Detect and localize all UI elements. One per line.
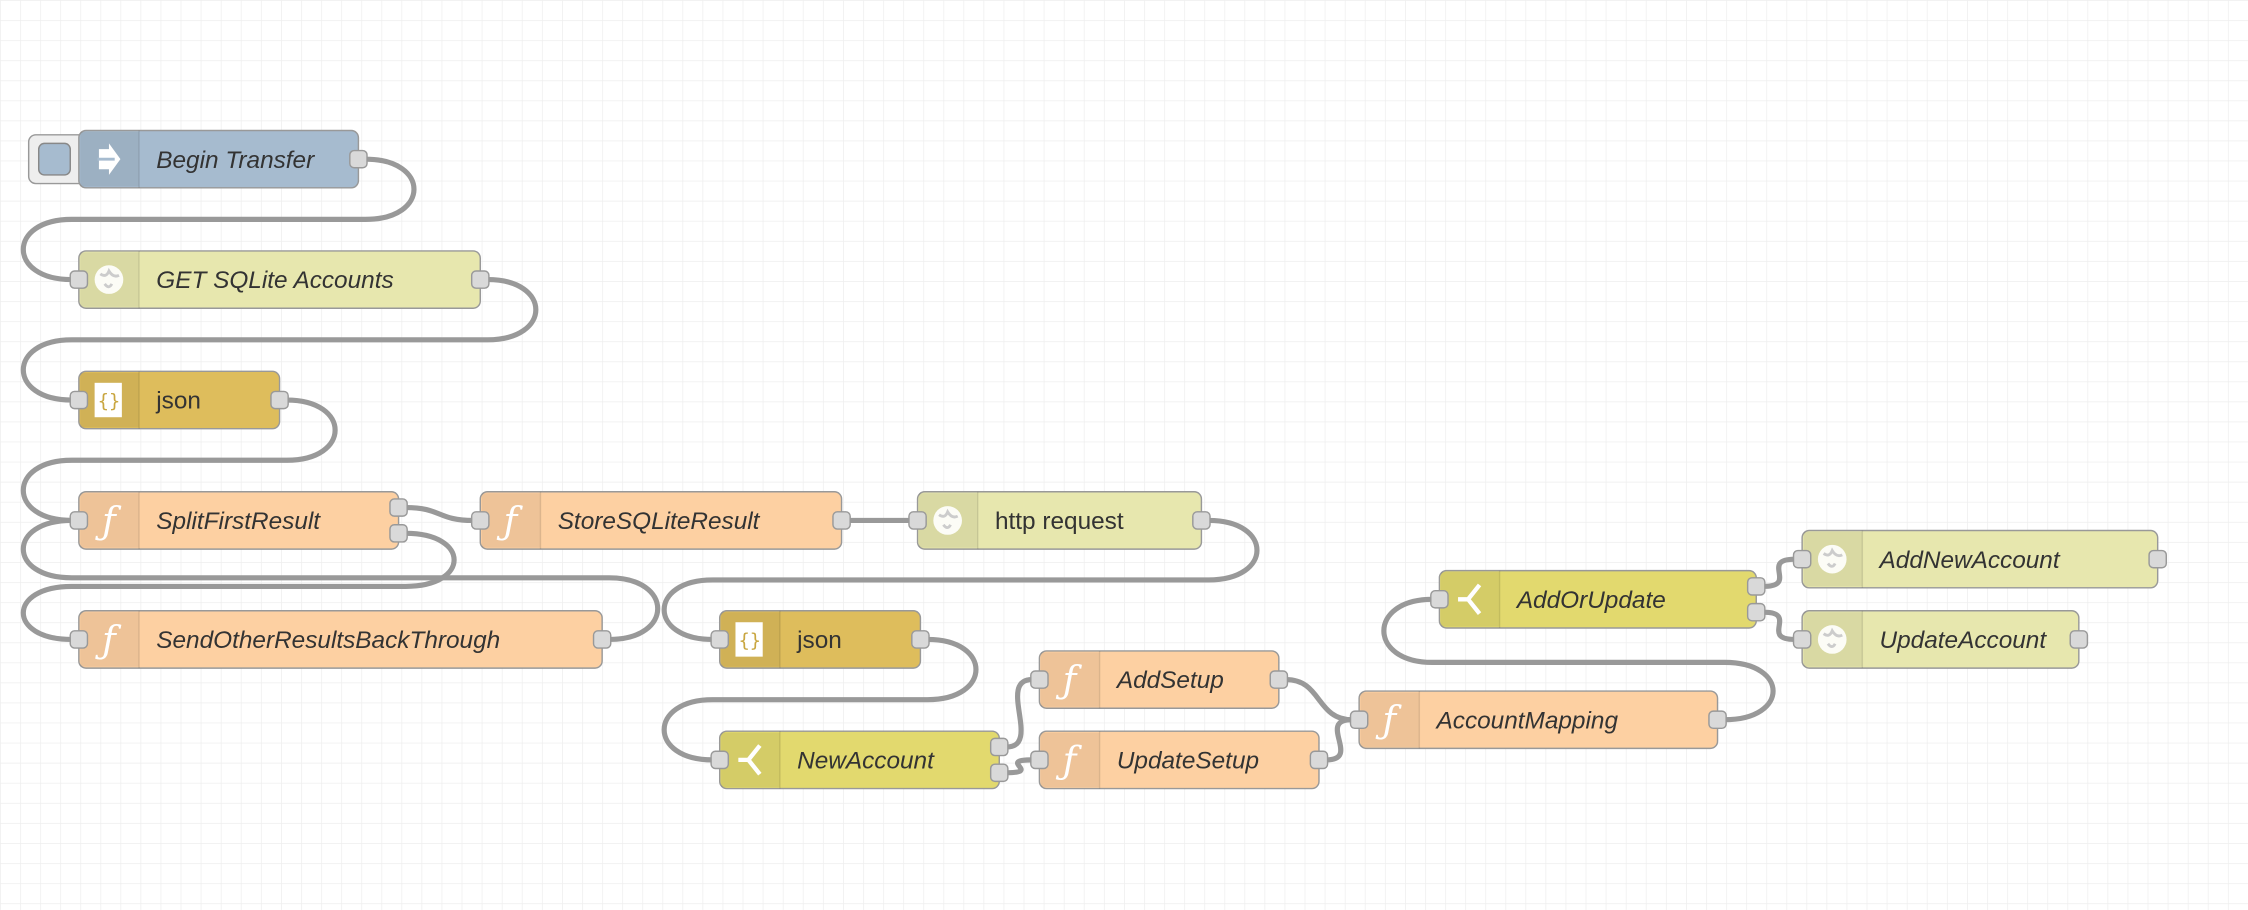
icon-area	[1360, 692, 1420, 747]
node-label: UpdateAccount	[1880, 627, 2048, 654]
input-port[interactable]	[1030, 750, 1049, 770]
icon-area	[481, 493, 541, 548]
output-port-2[interactable]	[989, 763, 1009, 783]
node-label: GET SQLite Accounts	[156, 267, 393, 294]
node-newaccount[interactable]: NewAccount	[710, 730, 1009, 790]
node-addnewaccount[interactable]: AddNewAccount	[1792, 529, 2167, 589]
node-label: AddSetup	[1115, 667, 1224, 694]
wire-n11-n12[interactable]	[1325, 717, 1353, 763]
node-begin-transfer[interactable]: Begin Transfer	[27, 129, 368, 189]
output-port-1[interactable]	[911, 630, 930, 649]
svg-text:{}: {}	[739, 631, 761, 652]
output-port-1[interactable]	[2148, 549, 2167, 569]
input-port[interactable]	[1430, 589, 1449, 609]
node-addorupdate[interactable]: AddOrUpdate	[1430, 569, 1766, 629]
input-port[interactable]	[69, 270, 89, 289]
icon-area	[80, 612, 140, 667]
input-port[interactable]	[1030, 670, 1049, 689]
node-json[interactable]: {} json	[710, 610, 930, 669]
wire-n9-n10[interactable]	[1006, 677, 1033, 750]
node-label: http request	[995, 508, 1124, 535]
node-label: AccountMapping	[1435, 707, 1619, 734]
input-port[interactable]	[69, 390, 89, 410]
node-label: json	[796, 627, 842, 654]
node-label: SendOtherResultsBackThrough	[156, 627, 500, 654]
node-label: SplitFirstResult	[156, 508, 321, 535]
output-port-1[interactable]	[1192, 511, 1211, 530]
output-port-2[interactable]	[389, 524, 408, 543]
globe-icon	[94, 265, 124, 294]
wire-n4-n7[interactable]	[20, 530, 457, 643]
json-file-icon: {}	[735, 622, 763, 657]
input-port[interactable]	[69, 630, 89, 649]
wire-n2-n3[interactable]	[20, 277, 539, 403]
output-port-1[interactable]	[1746, 577, 1766, 596]
node-json[interactable]: {} json	[69, 370, 289, 430]
globe-icon	[1817, 625, 1847, 654]
output-port-1[interactable]	[1269, 670, 1289, 689]
wire-n7-n4[interactable]	[20, 517, 661, 643]
wire-n4-n5[interactable]	[405, 504, 474, 524]
wire-n9-n11[interactable]	[1006, 757, 1033, 776]
inject-arrow-icon	[97, 143, 121, 175]
input-port[interactable]	[470, 511, 490, 530]
node-label: StoreSQLiteResult	[558, 508, 761, 535]
switch-icon	[1458, 583, 1482, 615]
icon-area	[80, 493, 140, 548]
globe-icon	[933, 506, 962, 535]
svg-text:{}: {}	[98, 391, 120, 412]
wire-n13-n14[interactable]	[1763, 556, 1796, 589]
node-http-request[interactable]: http request	[908, 491, 1211, 550]
input-port[interactable]	[69, 511, 89, 530]
wire-n3-n4[interactable]	[20, 397, 338, 524]
output-port-1[interactable]	[270, 390, 289, 410]
node-label: Begin Transfer	[156, 147, 315, 174]
node-label: json	[155, 388, 201, 415]
output-port-2[interactable]	[1746, 602, 1766, 622]
input-port[interactable]	[1792, 630, 1812, 649]
wire-n10-n12[interactable]	[1285, 677, 1353, 723]
output-port-1[interactable]	[2069, 630, 2089, 649]
json-file-icon: {}	[94, 382, 122, 418]
output-port-1[interactable]	[389, 498, 408, 517]
globe-icon	[1817, 544, 1847, 574]
wire-n8-n9[interactable]	[661, 636, 979, 763]
input-port[interactable]	[1792, 549, 1812, 569]
input-port[interactable]	[710, 750, 730, 770]
output-port-1[interactable]	[1708, 710, 1727, 730]
node-label: AddOrUpdate	[1515, 587, 1666, 614]
icon-area	[1040, 652, 1100, 707]
output-port-1[interactable]	[832, 511, 851, 530]
input-port[interactable]	[1349, 710, 1369, 730]
node-label: NewAccount	[797, 747, 935, 774]
icon-area	[1040, 732, 1100, 788]
wire-n13-n15[interactable]	[1763, 609, 1796, 643]
wire-n12-n13[interactable]	[1381, 596, 1776, 723]
output-port-1[interactable]	[989, 737, 1009, 757]
wires-layer	[20, 156, 1796, 776]
node-get-sqlite-accounts[interactable]: GET SQLite Accounts	[69, 250, 490, 309]
output-port-1[interactable]	[1309, 750, 1329, 770]
wire-n1-n2[interactable]	[20, 156, 417, 283]
output-port-1[interactable]	[470, 270, 490, 289]
inject-button-face	[37, 142, 71, 176]
output-port-1[interactable]	[592, 630, 612, 649]
node-label: AddNewAccount	[1878, 547, 2061, 574]
wire-n6-n8[interactable]	[661, 517, 1260, 643]
switch-icon	[738, 744, 762, 776]
input-port[interactable]	[710, 630, 730, 649]
input-port[interactable]	[908, 511, 927, 530]
node-label: UpdateSetup	[1117, 747, 1259, 774]
node-updateaccount[interactable]: UpdateAccount	[1792, 610, 2089, 669]
output-port-1[interactable]	[349, 149, 368, 169]
